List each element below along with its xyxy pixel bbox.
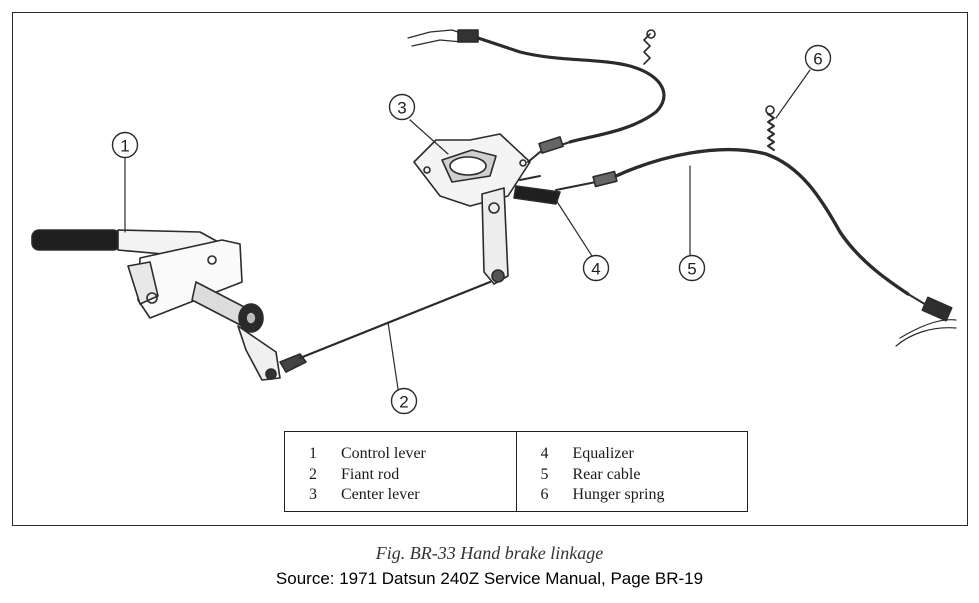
legend-number: 5	[540, 465, 549, 483]
callout-3: 3	[397, 99, 406, 118]
parts-legend-table: 1 Control lever 2 Fiant rod 3 Center lev…	[284, 431, 748, 512]
legend-number: 4	[540, 445, 549, 462]
equalizer-illustration	[513, 175, 561, 205]
legend-label: Equalizer	[572, 445, 634, 462]
legend-column-right: 4 Equalizer 5 Rear cable 6 Hunger spring	[515, 432, 748, 511]
hunger-spring-illustration	[765, 105, 775, 151]
legend-row: 5 Rear cable	[517, 465, 748, 486]
legend-number: 2	[309, 465, 317, 483]
legend-row: 2 Fiant rod	[285, 465, 516, 486]
legend-label: Rear cable	[572, 465, 641, 483]
legend-label: Control lever	[341, 445, 426, 462]
legend-number: 6	[540, 486, 549, 503]
figure-frame	[12, 12, 968, 526]
legend-number: 3	[309, 486, 317, 503]
callout-5: 5	[687, 260, 696, 279]
left-rear-cable-illustration	[407, 29, 666, 163]
legend-row: 6 Hunger spring	[517, 485, 748, 506]
front-rod-illustration	[279, 280, 492, 373]
legend-number: 1	[309, 445, 317, 462]
callout-1: 1	[120, 137, 129, 156]
legend-label: Center lever	[341, 486, 420, 503]
callout-4: 4	[591, 260, 600, 279]
rear-cable-illustration	[555, 147, 957, 347]
control-lever-illustration	[31, 229, 281, 381]
legend-row: 1 Control lever	[285, 444, 516, 465]
legend-label: Fiant rod	[341, 465, 400, 483]
leader-lines	[124, 69, 811, 390]
legend-row: 3 Center lever	[285, 485, 516, 506]
source-citation: Source: 1971 Datsun 240Z Service Manual,…	[275, 569, 704, 588]
legend-label: Hunger spring	[572, 486, 665, 503]
center-lever-illustration	[413, 133, 531, 285]
callout-circles	[111, 44, 832, 415]
legend-row: 4 Equalizer	[517, 444, 748, 465]
callout-2: 2	[399, 393, 408, 412]
callout-6: 6	[813, 50, 822, 69]
legend-column-left: 1 Control lever 2 Fiant rod 3 Center lev…	[285, 432, 516, 511]
figure-caption: Fig. BR-33 Hand brake linkage	[375, 543, 604, 563]
